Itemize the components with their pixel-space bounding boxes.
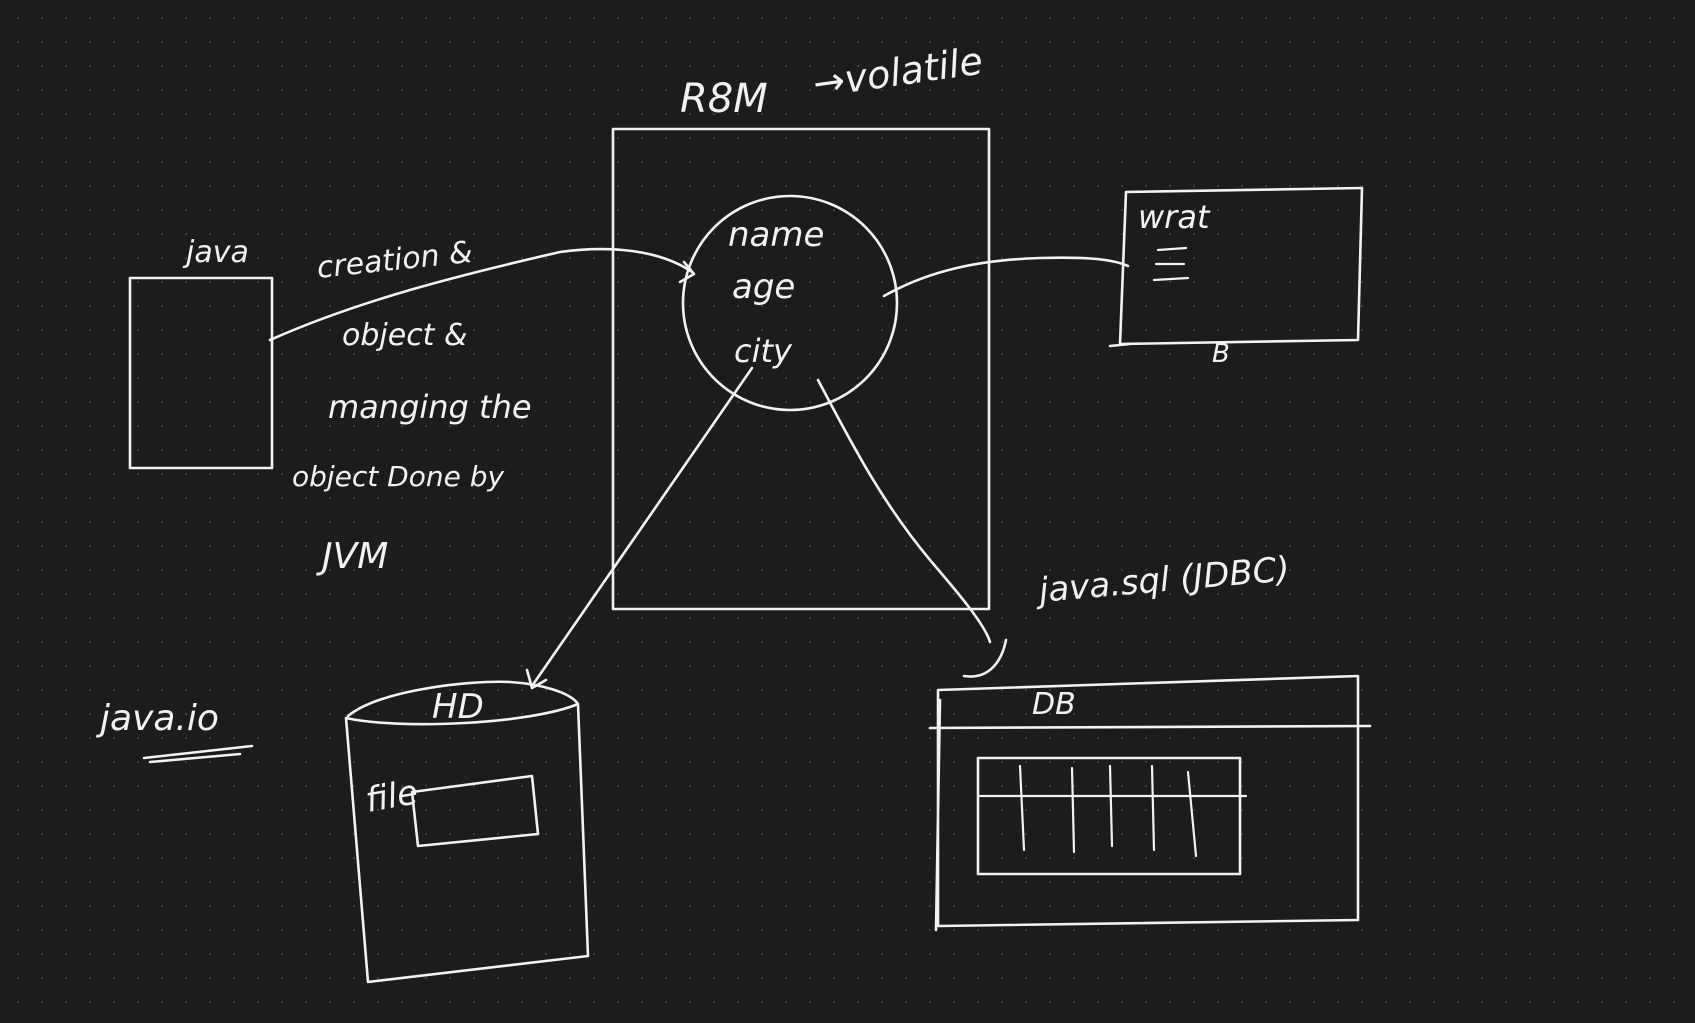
db-label: DB bbox=[1032, 687, 1076, 722]
ram-to-db-arrowhead bbox=[962, 638, 1008, 678]
hd-label: HD bbox=[432, 687, 484, 727]
wrat-label: wrat bbox=[1138, 198, 1211, 236]
field-age-label: age bbox=[732, 267, 795, 307]
jvm-label: JVM bbox=[316, 536, 388, 577]
java-io-underline bbox=[142, 744, 254, 764]
wrat-box bbox=[1108, 186, 1364, 348]
db-box bbox=[934, 674, 1360, 932]
java-label: java bbox=[182, 235, 249, 270]
file-rect bbox=[410, 774, 540, 848]
object-done-by-label: object Done by bbox=[292, 460, 505, 493]
java-sql-label: java.sql (JDBC) bbox=[1033, 549, 1291, 611]
db-table bbox=[976, 756, 1242, 876]
db-header-line bbox=[928, 724, 1372, 730]
object-circle bbox=[681, 194, 899, 412]
ram-label: R8M bbox=[680, 76, 768, 122]
managing-label: manging the bbox=[328, 388, 532, 426]
field-name-label: name bbox=[728, 215, 824, 255]
java-to-ram-arrow bbox=[268, 247, 694, 342]
ram-to-hd-arrowhead bbox=[525, 668, 548, 690]
ram-to-hd-arrow bbox=[530, 366, 754, 688]
field-city-label: city bbox=[734, 332, 793, 370]
java-io-label: java.io bbox=[95, 698, 219, 739]
ram-to-wrat-line bbox=[882, 256, 1130, 298]
java-box bbox=[128, 276, 274, 470]
wrat-b-label: B bbox=[1212, 339, 1230, 369]
wrat-lines-icon bbox=[1152, 246, 1190, 282]
object-label: object & bbox=[342, 318, 467, 353]
volatile-label: →volatile bbox=[810, 39, 985, 106]
ram-box bbox=[611, 127, 991, 611]
db-table-columns bbox=[1018, 764, 1198, 858]
java-to-ram-arrowhead bbox=[678, 260, 696, 284]
hd-cylinder bbox=[344, 680, 590, 984]
ram-to-db-arrow bbox=[816, 378, 992, 644]
